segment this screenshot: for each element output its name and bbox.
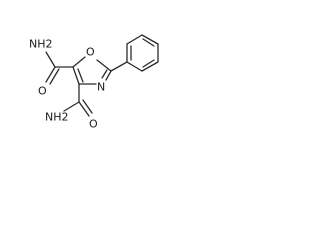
oxazole-dicarboxamide-structure: NH2 O O N NH2 O: [29, 34, 159, 131]
atom-label-layer: NH2 O O N NH2 O: [29, 38, 105, 131]
carbonyl-nh2-bond-bottom: [63, 101, 80, 112]
carbonyl-o-double-bottom: [82, 99, 93, 114]
atom-label-ring-o: O: [86, 46, 95, 59]
oxazole-bond-c2-o1: [96, 59, 112, 72]
carbonyl-o-bond-top: [45, 66, 56, 83]
atom-label-ring-n: N: [97, 81, 105, 94]
phenyl-double-bond: [142, 38, 155, 47]
oxazole-bond-o1-c5: [72, 56, 86, 68]
oxazole-double-bond-c5-c4: [77, 68, 84, 83]
atom-label-o-top: O: [38, 85, 47, 98]
phenyl-oxazole-bond: [110, 61, 128, 72]
atom-label-nh2-bottom: NH2: [45, 111, 69, 124]
phenyl-double-bond: [142, 59, 155, 68]
oxazole-bond-n3-c2: [105, 70, 112, 81]
atom-label-o-bottom: O: [89, 118, 98, 131]
carbonyl-nh2-bond-top: [45, 51, 56, 68]
atom-label-nh2-top: NH2: [29, 38, 53, 51]
phenyl-bond: [126, 61, 143, 72]
phenyl-bond: [141, 61, 159, 72]
bond-layer: [45, 34, 159, 117]
phenyl-bond: [141, 34, 159, 45]
carbonyl-o-bond-bottom: [78, 101, 90, 117]
structure-canvas: NH2 O O N NH2 O: [0, 0, 184, 155]
carbonyl-o-double-top: [49, 68, 60, 85]
phenyl-bond: [126, 34, 143, 45]
oxazole-double-bond-n3-c2: [101, 69, 108, 79]
oxazole-bond-c5-c4: [72, 66, 80, 85]
